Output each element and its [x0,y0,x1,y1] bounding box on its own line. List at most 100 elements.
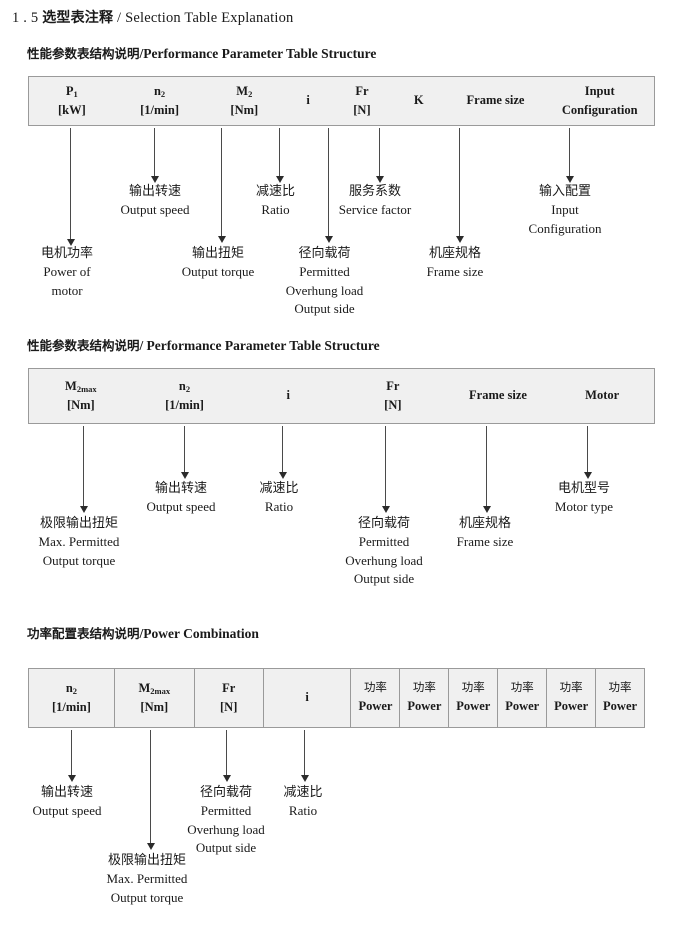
label-input-configuration-en-2: Configuration [528,220,602,236]
table-3-col-power-6-en: Power [603,699,638,714]
label-overhung-load-1-en-2: Overhung load [285,282,364,298]
table-1-col-m2-symbol: M2 [236,83,253,99]
arrow-to-overhung-load [324,128,333,243]
label-ratio-3-cn: 减速比 [283,785,323,800]
label-input-configuration-cn: 输入配置 [538,184,591,199]
arrow-to-frame-size-2 [482,426,491,513]
label-overhung-load-2: 径向载荷 Permitted Overhung load Output side [328,515,440,589]
label-ratio-1-cn: 减速比 [255,184,295,199]
arrow-to-overhung-load-2 [381,426,390,513]
table-1-col-p1-unit: [kW] [57,103,86,117]
table-1-col-k-symbol: K [413,93,424,108]
table-2-col-fr: Fr [N] [340,369,446,423]
table-3-col-power-1-cn: 功率 [363,680,387,695]
table-3-col-power-6-cn: 功率 [608,680,632,695]
label-overhung-load-2-en-3: Output side [353,571,415,587]
table-3-col-power-3: 功率 Power [448,669,497,727]
arrow-stem [587,426,588,473]
section-2-heading-cn: 性能参数表结构说明 [27,338,140,353]
arrow-head [275,176,284,183]
table-3-col-n2-unit: [1/min] [51,700,91,714]
arrow-to-service-factor [375,128,384,183]
table-3-col-power-1: 功率 Power [350,669,399,727]
table-3-col-power-2: 功率 Power [399,669,448,727]
arrow-head [180,472,189,479]
arrow-stem [184,426,185,473]
page-title-en: Selection Table Explanation [125,10,294,26]
table-2-col-motor: Motor [550,369,654,423]
arrow-head [222,775,231,782]
label-output-speed-3-cn: 输出转速 [40,785,93,800]
section-3-heading-sep: / [139,626,144,641]
table-3-col-i: i [262,669,351,727]
table-3-col-power-3-cn: 功率 [461,680,485,695]
table-1-col-i-symbol: i [306,93,310,108]
arrow-to-ratio [275,128,284,183]
table-2-col-m2max-symbol: M2max [65,378,97,394]
label-ratio-3: 减速比 Ratio [268,784,338,821]
label-output-torque-cn: 输出扭矩 [191,246,244,261]
label-overhung-load-2-en-2: Overhung load [345,552,423,568]
section-1-heading-cn: 性能参数表结构说明 [27,46,140,61]
table-1-col-n2-unit: [1/min] [140,103,180,117]
label-motor-type-cn: 电机型号 [557,481,610,496]
label-overhung-load-1-en-3: Output side [294,301,355,317]
label-frame-size-2-en: Frame size [456,534,514,550]
arrow-to-frame-size [455,128,464,243]
arrow-to-ratio-3 [300,730,309,782]
label-service-factor-en: Service factor [338,202,412,218]
label-output-speed-1: 输出转速 Output speed [100,183,210,220]
table-3-col-m2max: M2max [Nm] [113,669,194,727]
label-power-of-motor-cn: 电机功率 [40,246,93,261]
table-1-col-n2-symbol: n2 [153,83,166,99]
label-frame-size-2-cn: 机座规格 [458,516,511,531]
table-3-col-fr: Fr [N] [193,669,263,727]
label-ratio-3-en: Ratio [288,803,318,819]
label-ratio-2-en: Ratio [264,499,294,515]
table-2-col-fr-unit: [N] [384,398,402,412]
label-ratio-1: 减速比 Ratio [238,183,313,220]
table-1-col-frame-size-symbol: Frame size [466,93,525,108]
table-1-col-m2: M2 [Nm] [204,77,284,125]
arrow-to-power-of-motor [66,128,75,246]
arrow-head [67,775,76,782]
label-frame-size-1: 机座规格 Frame size [410,245,500,282]
label-max-permitted-output-torque-3-cn: 极限输出扭矩 [107,853,186,868]
label-output-speed-2-en: Output speed [146,499,216,515]
arrow-stem [459,128,460,237]
label-input-configuration: 输入配置 Input Configuration [510,183,620,238]
label-output-speed-3: 输出转速 Output speed [12,784,122,821]
table-1-col-m2-unit: [Nm] [230,103,259,117]
table-2-col-m2max: M2max [Nm] [29,369,133,423]
arrow-stem [304,730,305,776]
table-1-col-fr: Fr [N] [332,77,392,125]
performance-parameter-table-2: M2max [Nm] n2 [1/min] i Fr [N] Frame siz… [28,368,655,424]
arrow-to-motor-type [583,426,592,479]
label-power-of-motor-en-2: motor [51,282,83,298]
section-3-heading-cn: 功率配置表结构说明 [27,626,140,641]
arrow-head [66,239,75,246]
table-3-col-power-5-cn: 功率 [559,680,583,695]
section-3-heading: 功率配置表结构说明/Power Combination [27,623,259,642]
table-1-col-k: K [392,77,446,125]
table-3-col-m2max-unit: [Nm] [140,700,169,714]
label-motor-type-en: Motor type [554,499,614,515]
arrow-head [150,176,159,183]
table-1-col-p1-symbol: P1 [65,83,78,99]
arrow-to-ratio-2 [278,426,287,479]
performance-parameter-table-1: P1 [kW] n2 [1/min] M2 [Nm] i Fr [N] K Fr… [28,76,655,126]
arrow-stem [279,128,280,177]
label-overhung-load-2-en-1: Permitted [358,534,410,550]
label-frame-size-2: 机座规格 Frame size [441,515,529,552]
arrow-stem [71,730,72,776]
table-3-col-n2-symbol: n2 [65,680,78,696]
table-3-col-power-2-cn: 功率 [412,680,436,695]
arrow-head [375,176,384,183]
table-3-col-i-symbol: i [305,690,309,705]
label-frame-size-1-en: Frame size [426,264,484,280]
arrow-to-output-speed-2 [180,426,189,479]
arrow-stem [379,128,380,177]
page-title-cn: 选型表注释 [42,10,114,26]
label-frame-size-1-cn: 机座规格 [428,246,481,261]
label-overhung-load-1-en-1: Permitted [299,264,350,280]
